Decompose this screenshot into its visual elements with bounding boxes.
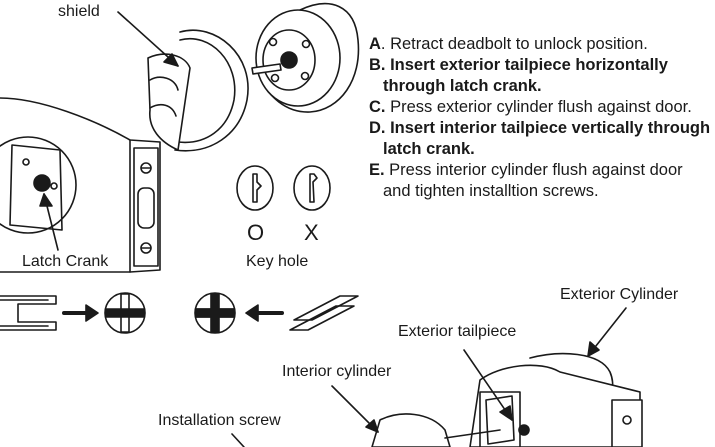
latch-crank-vertical-icon	[194, 292, 236, 334]
keyhole-correct-mark: O	[247, 220, 265, 245]
exterior-cylinder-label: Exterior Cylinder	[560, 286, 679, 303]
shield-leader-arrow	[117, 11, 179, 67]
step-d: D. Insert interior tailpiece vertically …	[369, 118, 713, 160]
keyhole-correct-icon	[236, 165, 274, 211]
step-c: C. Press exterior cylinder flush against…	[369, 97, 713, 118]
step-text: Insert interior tailpiece vertically thr…	[383, 119, 711, 158]
step-letter: E.	[369, 161, 385, 179]
step-letter: C.	[369, 98, 386, 116]
interior-cylinder-leader	[331, 385, 379, 433]
interior-cylinder-label: Interior cylinder	[282, 363, 392, 380]
step-letter: A	[369, 35, 381, 53]
latch-crank-detail	[0, 136, 77, 234]
step-e: E. Press interior cylinder flush against…	[369, 160, 713, 202]
exterior-cylinder-leader	[587, 307, 627, 357]
installation-screw-label: Installation screw	[158, 412, 281, 429]
step-letter: B.	[369, 56, 386, 74]
arrow-left-icon	[245, 304, 284, 322]
step-letter: D.	[369, 119, 386, 137]
step-text: Press interior cylinder flush against do…	[383, 161, 683, 200]
step-a: A. Retract deadbolt to unlock position.	[369, 34, 713, 55]
keyhole-incorrect-mark: X	[304, 220, 319, 245]
tailpiece-horizontal-illustration	[0, 295, 57, 331]
interior-cylinder-illustration	[371, 413, 501, 447]
step-text: Press exterior cylinder flush against do…	[385, 98, 692, 116]
tailpiece-vertical-illustration	[289, 295, 359, 331]
installation-screw-leader	[231, 433, 245, 447]
exterior-tailpiece-leader	[463, 349, 513, 421]
exterior-tailpiece-label: Exterior tailpiece	[398, 323, 517, 340]
shield-illustration	[147, 29, 249, 152]
step-b: B. Insert exterior tailpiece horizontall…	[369, 55, 713, 97]
step-text: . Retract deadbolt to unlock position.	[380, 35, 648, 53]
step-text: Insert exterior tailpiece horizontally t…	[383, 56, 668, 95]
shield-label: shield	[58, 3, 100, 20]
cylinder-rose-illustration	[251, 2, 360, 113]
latch-crank-leader	[39, 193, 59, 251]
keyhole-incorrect-icon	[293, 165, 331, 211]
instruction-steps: A. Retract deadbolt to unlock position. …	[369, 34, 713, 202]
arrow-right-icon	[62, 304, 99, 322]
latch-crank-label: Latch Crank	[22, 253, 109, 270]
exterior-cylinder-illustration	[469, 352, 643, 447]
key-hole-label: Key hole	[246, 253, 309, 270]
latch-crank-horizontal-icon	[104, 292, 146, 334]
